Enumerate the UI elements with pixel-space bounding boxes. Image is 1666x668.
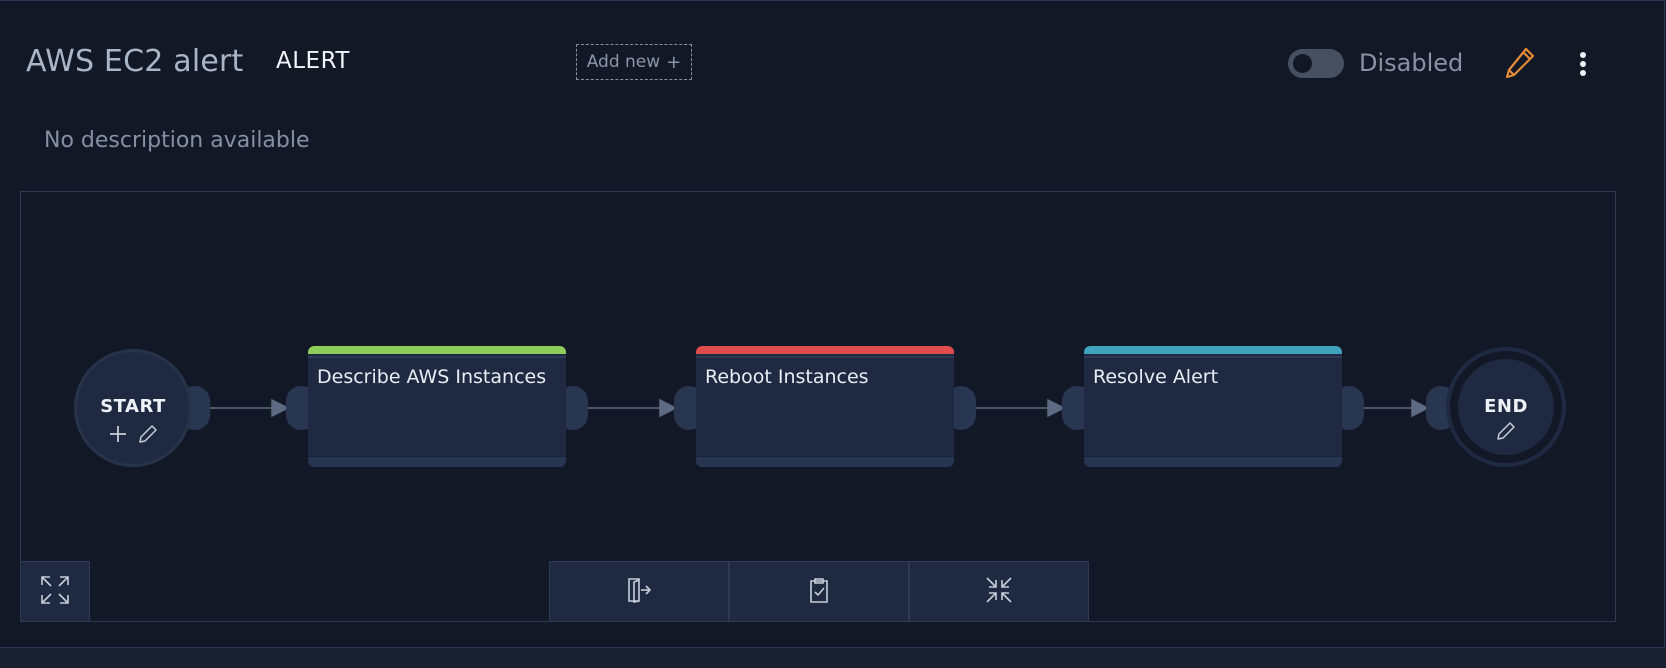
pencil-icon[interactable] (138, 424, 158, 448)
task-title: Reboot Instances (705, 366, 869, 388)
type-badge: ALERT (276, 48, 350, 74)
fit-view-button[interactable] (20, 561, 90, 622)
plus-icon: + (666, 51, 682, 73)
expand-icon (40, 575, 70, 609)
task-status-bar (1084, 346, 1342, 354)
bottom-strip (0, 648, 1666, 668)
arrow-head (1047, 398, 1066, 418)
task-card[interactable]: Resolve Alert (1084, 346, 1342, 467)
task-footer (1084, 456, 1342, 467)
task-footer (308, 456, 566, 467)
task-card[interactable]: Reboot Instances (696, 346, 954, 467)
start-node[interactable]: START (74, 349, 192, 467)
pencil-icon[interactable] (1504, 46, 1536, 80)
task-card[interactable]: Describe AWS Instances (308, 346, 566, 467)
task-footer (696, 456, 954, 467)
arrow-head (1411, 398, 1430, 418)
clipboard-check-icon (805, 576, 833, 608)
collapse-icon (984, 575, 1014, 609)
task-status-bar (696, 346, 954, 354)
arrow-head (271, 398, 290, 418)
task-title: Describe AWS Instances (317, 366, 547, 388)
exit-icon (625, 576, 653, 608)
add-icon[interactable] (108, 424, 128, 448)
end-label: END (1484, 396, 1528, 417)
enable-toggle[interactable] (1288, 49, 1344, 78)
end-node-inner: END (1458, 359, 1554, 455)
validate-button[interactable] (729, 561, 909, 622)
task-separator (696, 356, 954, 358)
more-vertical-icon[interactable] (1574, 50, 1592, 78)
task-separator (308, 356, 566, 358)
toggle-label: Disabled (1359, 49, 1464, 77)
description-text: No description available (44, 128, 310, 153)
collapse-button[interactable] (909, 561, 1089, 622)
add-new-button[interactable]: Add new + (576, 44, 692, 80)
toggle-knob (1293, 54, 1312, 73)
end-node[interactable]: END (1446, 347, 1566, 467)
task-status-bar (308, 346, 566, 354)
task-separator (1084, 356, 1342, 358)
task-title: Resolve Alert (1093, 366, 1219, 388)
add-new-label: Add new (586, 52, 661, 72)
exit-button[interactable] (549, 561, 729, 622)
arrow-head (659, 398, 678, 418)
start-label: START (100, 396, 166, 417)
pencil-icon[interactable] (1496, 421, 1516, 445)
page-title: AWS EC2 alert (26, 44, 244, 79)
panel-frame (0, 0, 1665, 648)
canvas-toolbar (549, 561, 1089, 622)
